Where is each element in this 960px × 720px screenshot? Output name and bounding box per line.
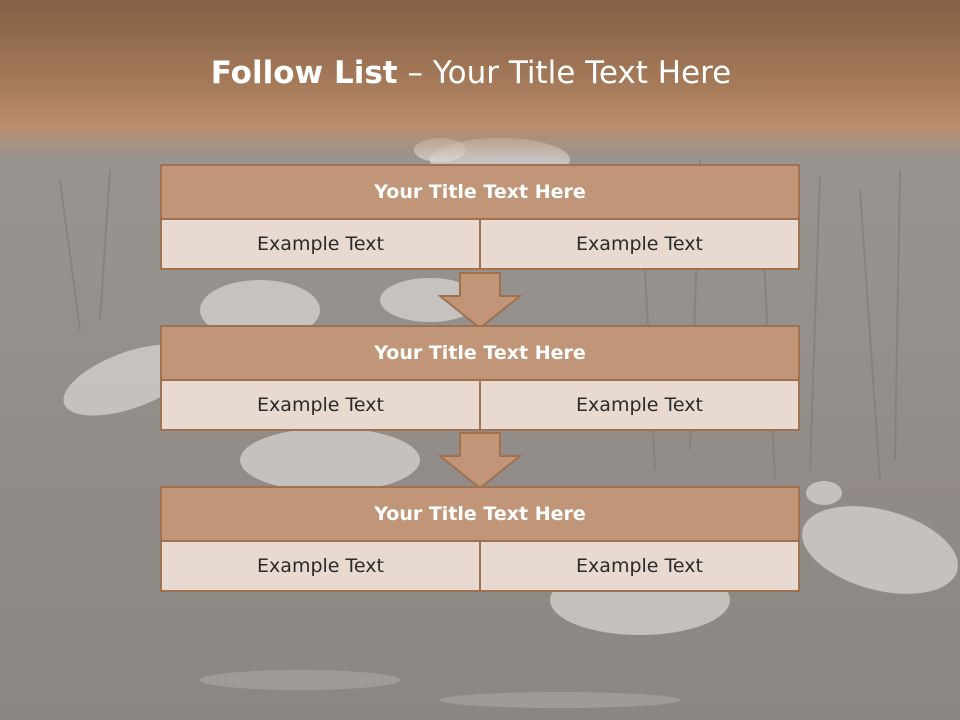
- slide-title-bold: Follow List: [210, 55, 398, 91]
- down-arrow-icon: [438, 272, 522, 330]
- block-title: Your Title Text Here: [160, 486, 800, 542]
- block-cell-right: Example Text: [481, 220, 800, 270]
- list-block-2: Your Title Text Here Example Text Exampl…: [160, 325, 800, 431]
- block-row: Example Text Example Text: [160, 220, 800, 270]
- block-title: Your Title Text Here: [160, 325, 800, 381]
- block-cell-right: Example Text: [481, 542, 800, 592]
- block-row: Example Text Example Text: [160, 542, 800, 592]
- block-cell-left: Example Text: [160, 381, 481, 431]
- block-title: Your Title Text Here: [160, 164, 800, 220]
- list-block-3: Your Title Text Here Example Text Exampl…: [160, 486, 800, 592]
- list-block-1: Your Title Text Here Example Text Exampl…: [160, 164, 800, 270]
- slide-title-rest: – Your Title Text Here: [397, 55, 732, 91]
- title-band: [0, 0, 960, 160]
- block-cell-right: Example Text: [481, 381, 800, 431]
- block-cell-left: Example Text: [160, 220, 481, 270]
- down-arrow-icon: [438, 432, 522, 490]
- slide-title: Follow List – Your Title Text Here: [0, 55, 942, 91]
- block-row: Example Text Example Text: [160, 381, 800, 431]
- block-cell-left: Example Text: [160, 542, 481, 592]
